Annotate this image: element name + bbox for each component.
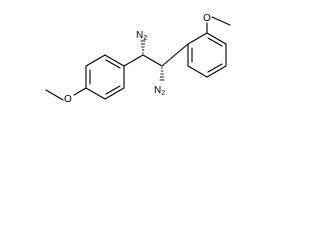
left-benzene-ring	[85, 54, 125, 100]
left-ring-bond	[85, 54, 106, 67]
left-ring-double-bond	[105, 59, 121, 69]
right-ring-bond	[187, 32, 208, 45]
right-methyl-bond	[211, 16, 231, 26]
right-ring-double-bond	[207, 37, 223, 47]
right-methoxy-oxygen-label: O	[203, 13, 211, 24]
left-ring-bond	[85, 87, 106, 100]
right-ring-attachment-bond	[161, 43, 189, 67]
central-cc-bond	[142, 54, 163, 67]
right-benzene-ring	[187, 32, 227, 78]
chemical-structure-diagram: N2 N2 O O	[45, 13, 231, 105]
right-ring-bond	[206, 32, 227, 45]
amine-label-bottom: N2	[154, 85, 165, 97]
right-ring-bond	[187, 65, 208, 78]
amine-label-top: N2	[136, 30, 147, 42]
left-ring-bond	[104, 87, 125, 100]
right-ring-bond	[206, 65, 227, 78]
hashed-wedge-bond-top	[140, 40, 146, 54]
left-methyl-bond	[45, 89, 64, 101]
left-methoxy-oxygen-label: O	[64, 94, 72, 105]
right-ring-double-bond	[207, 63, 223, 73]
left-ring-attachment-bond	[123, 54, 144, 67]
hashed-wedge-bond-bottom	[159, 67, 165, 81]
left-ring-double-bond	[105, 85, 121, 95]
left-ring-bond	[104, 54, 125, 67]
left-aryl-oxygen-bond	[73, 87, 87, 96]
